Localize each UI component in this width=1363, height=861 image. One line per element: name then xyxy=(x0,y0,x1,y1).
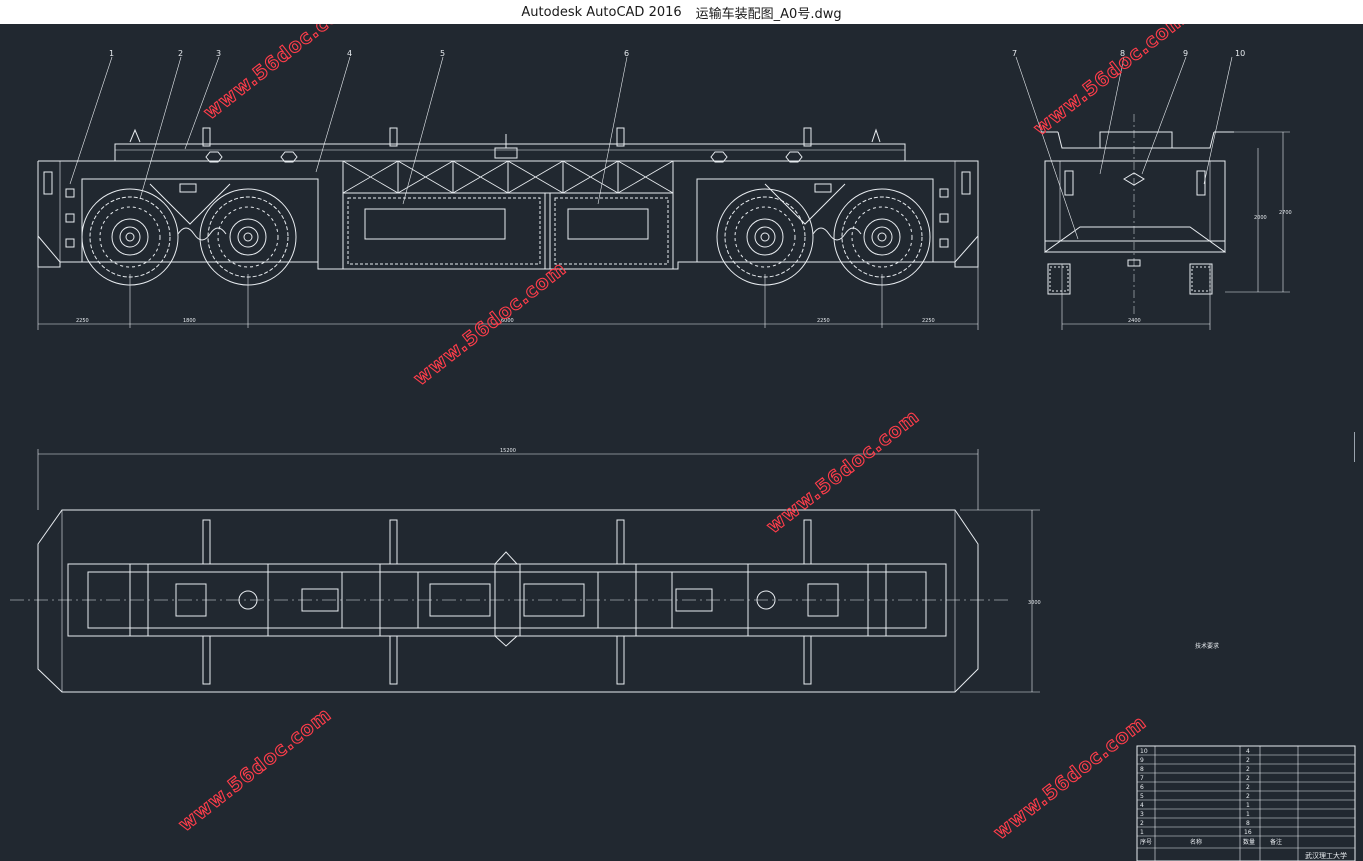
parts-qty-6: 2 xyxy=(1246,784,1250,791)
balloon-5: 5 xyxy=(440,49,445,58)
parts-row-9: 9 xyxy=(1140,757,1144,764)
parts-qty-4: 1 xyxy=(1246,802,1250,809)
drawing-text: 1 2 3 4 5 6 7 8 9 10 2250 1800 6000 2250… xyxy=(76,49,1347,860)
dim-front-3: 6000 xyxy=(501,318,514,324)
watermark-4: www.56doc.com xyxy=(763,405,924,538)
dim-side-1: 2400 xyxy=(1128,318,1141,324)
school-label: 武汉理工大学 xyxy=(1305,851,1347,860)
parts-row-7: 7 xyxy=(1140,775,1144,782)
cad-drawing: 1 2 3 4 5 6 7 8 9 10 2250 1800 6000 2250… xyxy=(10,24,1356,861)
dim-plan-2: 3000 xyxy=(1028,600,1041,606)
plan-view xyxy=(10,449,1040,693)
watermark-6: www.56doc.com xyxy=(990,711,1151,844)
balloon-1: 1 xyxy=(109,49,114,58)
parts-row-5: 5 xyxy=(1140,793,1144,800)
watermarks: www.56doc.com www.56doc.com www.56doc.co… xyxy=(174,24,1191,844)
parts-qty-9: 2 xyxy=(1246,757,1250,764)
app-title: Autodesk AutoCAD 2016 xyxy=(521,4,682,20)
parts-qty-10: 4 xyxy=(1246,748,1250,755)
parts-qty-3: 1 xyxy=(1246,811,1250,818)
canvas-scroll-handle[interactable] xyxy=(1354,432,1363,462)
watermark-3: www.56doc.com xyxy=(1030,24,1191,140)
balloon-8: 8 xyxy=(1120,49,1125,58)
parts-header-remark: 备注 xyxy=(1270,838,1282,846)
balloon-9: 9 xyxy=(1183,49,1188,58)
parts-row-10: 10 xyxy=(1140,748,1148,755)
parts-qty-1: 16 xyxy=(1244,829,1252,836)
file-name: 运输车装配图_A0号.dwg xyxy=(695,6,842,22)
parts-row-6: 6 xyxy=(1140,784,1144,791)
parts-row-1: 1 xyxy=(1140,829,1144,836)
dim-front-2: 1800 xyxy=(183,318,196,324)
drawing-canvas[interactable]: 1 2 3 4 5 6 7 8 9 10 2250 1800 6000 2250… xyxy=(0,24,1363,861)
dim-front-5: 2250 xyxy=(922,318,935,324)
dim-side-3: 2700 xyxy=(1279,210,1292,216)
parts-row-8: 8 xyxy=(1140,766,1144,773)
parts-row-3: 3 xyxy=(1140,811,1144,818)
parts-header-no: 序号 xyxy=(1140,838,1152,846)
balloon-2: 2 xyxy=(178,49,183,58)
parts-qty-8: 2 xyxy=(1246,766,1250,773)
tech-notes-title: 技术要求 xyxy=(1195,642,1219,650)
watermark-1: www.56doc.com xyxy=(200,24,361,124)
wheel-group xyxy=(81,188,931,286)
dim-front-1: 2250 xyxy=(76,318,89,324)
balloon-3: 3 xyxy=(216,49,221,58)
parts-header-qty: 数量 xyxy=(1243,838,1255,846)
parts-row-2: 2 xyxy=(1140,820,1144,827)
balloon-4: 4 xyxy=(347,49,352,58)
side-view xyxy=(1015,56,1290,330)
balloon-7: 7 xyxy=(1012,49,1017,58)
window-titlebar: Autodesk AutoCAD 2016 运输车装配图_A0号.dwg xyxy=(0,0,1363,25)
watermark-2: www.56doc.com xyxy=(410,257,571,390)
parts-row-4: 4 xyxy=(1140,802,1144,809)
dim-front-4: 2250 xyxy=(817,318,830,324)
title-block xyxy=(1136,745,1356,861)
watermark-5: www.56doc.com xyxy=(175,703,336,836)
dim-plan-1: 15200 xyxy=(500,448,516,454)
balloon-10: 10 xyxy=(1235,49,1245,58)
balloon-6: 6 xyxy=(624,49,629,58)
front-view xyxy=(37,56,979,330)
parts-qty-5: 2 xyxy=(1246,793,1250,800)
parts-qty-2: 8 xyxy=(1246,820,1250,827)
parts-header-name: 名称 xyxy=(1190,838,1202,846)
dim-side-2: 2000 xyxy=(1254,215,1267,221)
parts-qty-7: 2 xyxy=(1246,775,1250,782)
